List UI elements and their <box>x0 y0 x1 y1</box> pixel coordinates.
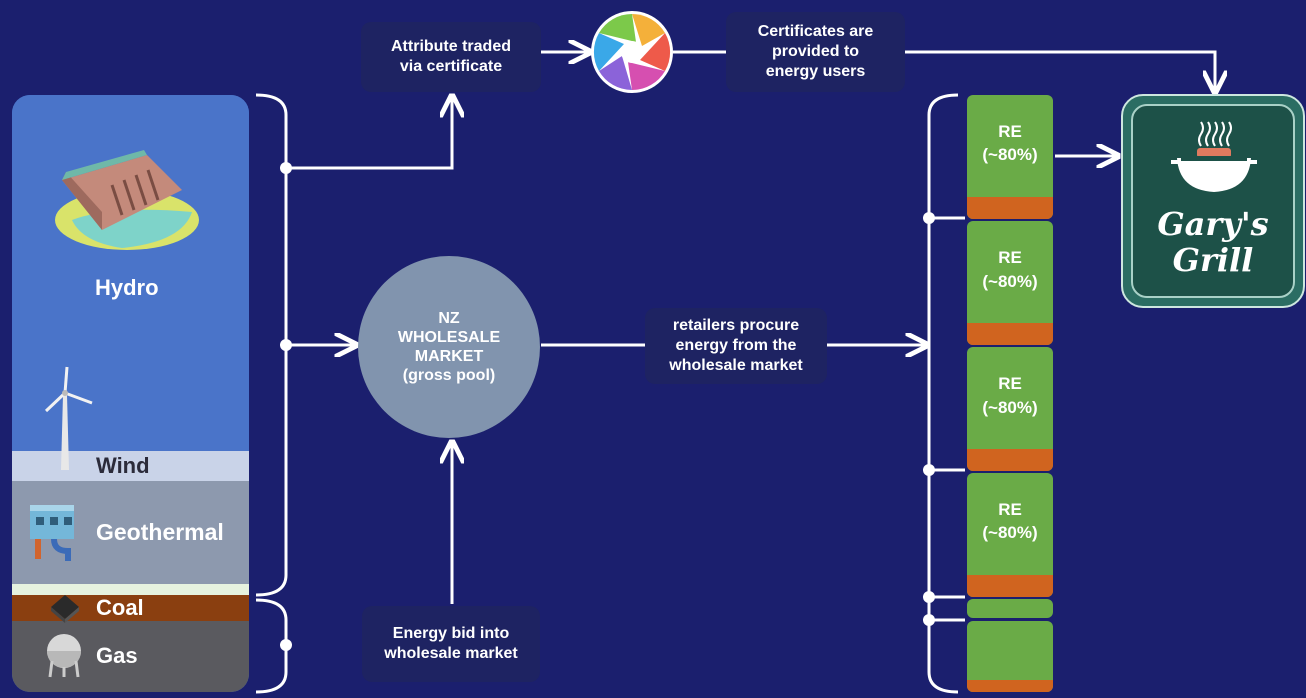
retailer-re-block-4: RE (~80%) <box>967 473 1053 597</box>
retailer-bracket <box>927 93 959 694</box>
garys-grill-logo: Gary's Grill <box>1121 94 1305 308</box>
certificates-provided-box: Certificates are provided to energy user… <box>726 12 905 92</box>
grill-name-line-1: Gary's <box>1157 205 1269 243</box>
retailer-re-block-2: RE (~80%) <box>967 221 1053 345</box>
energy-bid-line-1: Energy bid into <box>392 625 510 642</box>
geothermal-plant-icon <box>30 505 74 561</box>
energy-bid-box: Energy bid into wholesale market <box>362 606 540 682</box>
market-line-4: (gross pool) <box>402 367 496 384</box>
wind-band <box>12 451 249 481</box>
re-label-2: RE <box>998 248 1022 267</box>
retailers-line-1: retailers procure <box>672 317 800 334</box>
generation-sources-panel: Hydro Wind Geothermal Coal Gas <box>12 95 249 692</box>
wind-turbine-icon <box>44 366 93 470</box>
energy-bid-line-2: wholesale market <box>384 645 518 662</box>
market-line-1: NZ <box>438 310 460 327</box>
gas-label: Gas <box>96 643 138 668</box>
market-line-2: WHOLESALE <box>397 329 501 346</box>
re-share-4: (~80%) <box>982 523 1038 542</box>
grill-name-line-2: Grill <box>1172 241 1254 279</box>
hydro-label: Hydro <box>95 275 159 300</box>
certificate-aperture-icon <box>591 11 673 93</box>
geothermal-label: Geothermal <box>96 519 224 545</box>
attribute-traded-line-2: via certificate <box>399 58 503 75</box>
certificates-line-1: Certificates are <box>757 23 874 40</box>
wind-label: Wind <box>96 453 150 478</box>
retailer-block-5 <box>967 621 1053 692</box>
divider-band <box>12 584 249 595</box>
re-label-1: RE <box>998 122 1022 141</box>
market-line-3: MARKET <box>414 348 484 365</box>
attribute-traded-line-1: Attribute traded <box>391 38 511 55</box>
retailer-re-block-3: RE (~80%) <box>967 347 1053 471</box>
re-label-3: RE <box>998 374 1022 393</box>
retailers-line-3: wholesale market <box>669 357 803 374</box>
nz-wholesale-market: NZ WHOLESALE MARKET (gross pool) <box>358 256 540 438</box>
re-share-1: (~80%) <box>982 145 1038 164</box>
retailers-procure-box: retailers procure energy from the wholes… <box>645 308 827 384</box>
gas-tank-icon <box>47 634 81 678</box>
arrow-certificates-to-grill <box>905 50 1215 92</box>
re-share-3: (~80%) <box>982 398 1038 417</box>
retailer-re-block-1: RE (~80%) <box>967 95 1053 219</box>
bbq-grill-icon <box>1171 121 1257 192</box>
retailers-line-2: energy from the <box>675 337 797 354</box>
attribute-traded-box: Attribute traded via certificate <box>361 22 541 92</box>
certificates-line-2: provided to <box>771 43 860 60</box>
arrow-to-certificate <box>286 96 452 170</box>
hydro-dam-icon <box>55 150 199 250</box>
re-share-2: (~80%) <box>982 272 1038 291</box>
coal-icon <box>51 595 79 623</box>
retailer-block-small <box>967 599 1053 618</box>
re-label-4: RE <box>998 500 1022 519</box>
certificates-line-3: energy users <box>765 63 866 80</box>
coal-label: Coal <box>96 595 144 620</box>
